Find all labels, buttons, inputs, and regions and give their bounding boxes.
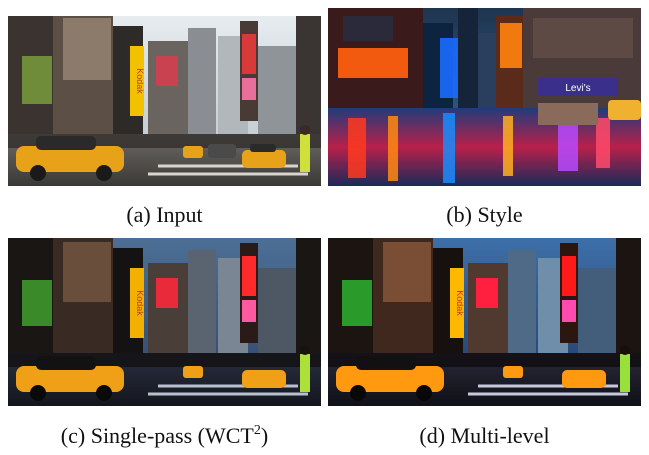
multi-level-result: Kodak bbox=[328, 238, 641, 406]
caption-single-pass: (c) Single-pass (WCT2) bbox=[8, 423, 321, 449]
kodak-sign bbox=[130, 46, 144, 116]
caption-multi-level: (d) Multi-level bbox=[419, 423, 550, 448]
caption-single-pass-prefix: (c) Single-pass (WCT bbox=[60, 423, 254, 448]
taxi-left bbox=[16, 356, 124, 401]
kodak-text: Kodak bbox=[135, 290, 145, 316]
taxi-right bbox=[242, 144, 286, 168]
neon-banner bbox=[338, 48, 408, 78]
single-pass-wct-image: Kodak bbox=[8, 238, 321, 406]
kodak-text: Kodak bbox=[135, 68, 145, 94]
caption-input: (a) Input bbox=[126, 202, 203, 227]
caption-single-pass-suffix: ) bbox=[260, 423, 269, 448]
caption-single-pass-sup: 2 bbox=[253, 423, 261, 438]
input-photo: Kodak bbox=[8, 16, 321, 186]
billboard-left bbox=[63, 18, 111, 80]
times-square-input-image: Kodak bbox=[8, 16, 321, 186]
kodak-text: Kodak bbox=[455, 290, 465, 316]
multi-level-image: Kodak bbox=[328, 238, 641, 406]
taxi-left bbox=[336, 356, 444, 401]
style-photo: Levi's bbox=[328, 8, 641, 186]
caption-style: (b) Style bbox=[446, 202, 523, 227]
single-pass-result: Kodak bbox=[8, 238, 321, 406]
night-street-style-image: Levi's bbox=[328, 8, 641, 186]
levis-sign: Levi's bbox=[565, 83, 590, 94]
taxi-left bbox=[16, 136, 124, 181]
